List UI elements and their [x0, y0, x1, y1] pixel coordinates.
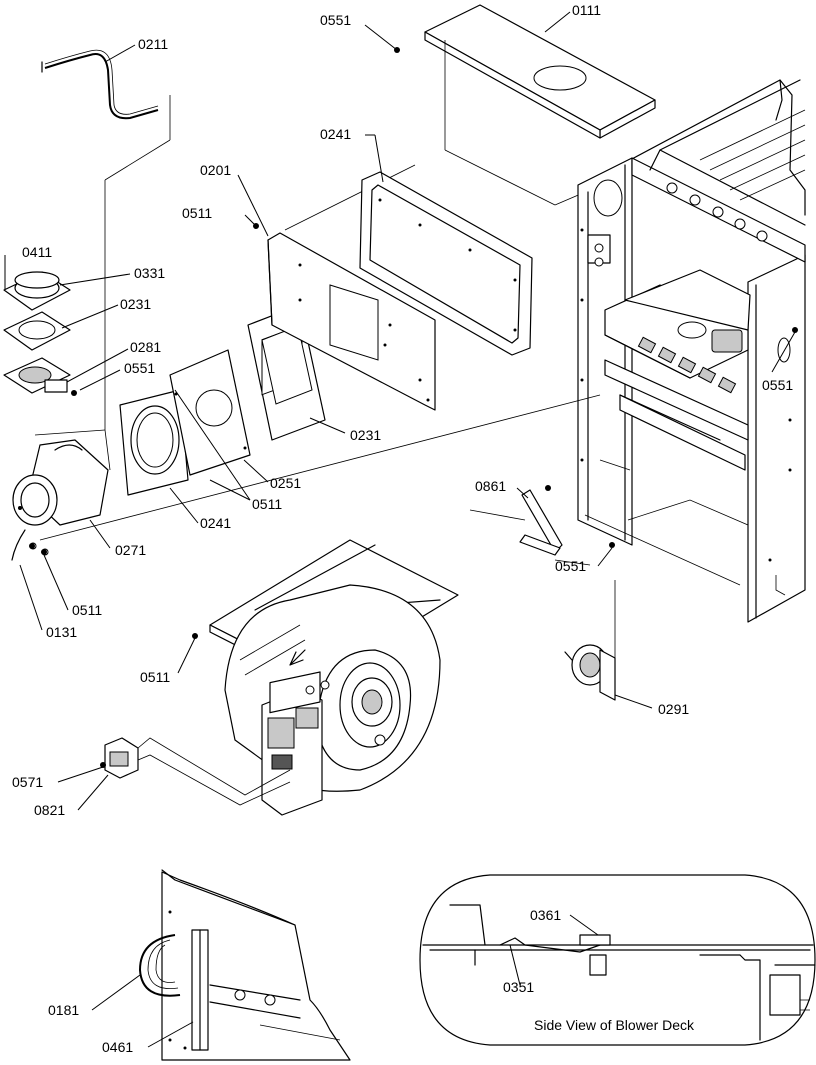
label-0281: 0281: [130, 339, 161, 355]
bracket: [519, 489, 563, 556]
label-0111: 0111: [572, 2, 601, 18]
label-0461: 0461: [102, 1039, 133, 1055]
label-0511-d: 0511: [140, 669, 170, 685]
label-0291: 0291: [658, 701, 689, 717]
label-0511-b: 0511: [252, 496, 282, 512]
collector-box-panel: [267, 232, 436, 411]
label-0231-b: 0231: [350, 427, 381, 443]
label-0231-a: 0231: [120, 296, 151, 312]
part-labels: 0551 0111 0211 0241 0201 0511 0411 0331 …: [12, 2, 793, 1055]
label-0241-top: 0241: [320, 126, 351, 142]
blower-assembly: [209, 539, 459, 816]
pressure-hose: [41, 49, 159, 120]
top-panel: [424, 4, 656, 206]
label-0821: 0821: [34, 802, 65, 818]
inset-blower-deck-side-view: [419, 874, 816, 1046]
burner-row: [637, 336, 737, 394]
label-0571: 0571: [12, 774, 43, 790]
label-0551-top: 0551: [320, 12, 351, 28]
transformer: [104, 737, 291, 806]
label-0511-a: 0511: [182, 205, 212, 221]
label-0251: 0251: [270, 475, 301, 491]
label-0551-c: 0551: [555, 558, 586, 574]
furnace-cabinet: [577, 79, 806, 623]
label-0411: 0411: [22, 244, 52, 260]
inset-caption: Side View of Blower Deck: [534, 1017, 695, 1033]
label-0241-b: 0241: [200, 515, 231, 531]
leader-lines: [4, 11, 796, 1048]
inducer-gasket-plate: [119, 389, 189, 496]
label-0211: 0211: [138, 36, 168, 52]
label-0551-b: 0551: [124, 360, 155, 376]
label-0361: 0361: [530, 907, 561, 923]
label-0181: 0181: [48, 1002, 79, 1018]
inducer-motor: [11, 439, 109, 561]
label-0131: 0131: [46, 624, 77, 640]
label-0271: 0271: [115, 542, 146, 558]
label-0351: 0351: [503, 979, 534, 995]
label-0201: 0201: [200, 162, 231, 178]
pressure-switch: [564, 644, 616, 701]
label-0331: 0331: [134, 265, 165, 281]
label-0861: 0861: [475, 478, 506, 494]
collector-plate: [169, 349, 251, 476]
assembly-guide-lines: [34, 95, 616, 660]
large-gasket: [359, 171, 533, 356]
inset-wiring-detail: [138, 869, 351, 1061]
label-0511-c: 0511: [72, 602, 102, 618]
label-0551-d: 0551: [762, 377, 793, 393]
gasket-stack: [3, 271, 71, 394]
